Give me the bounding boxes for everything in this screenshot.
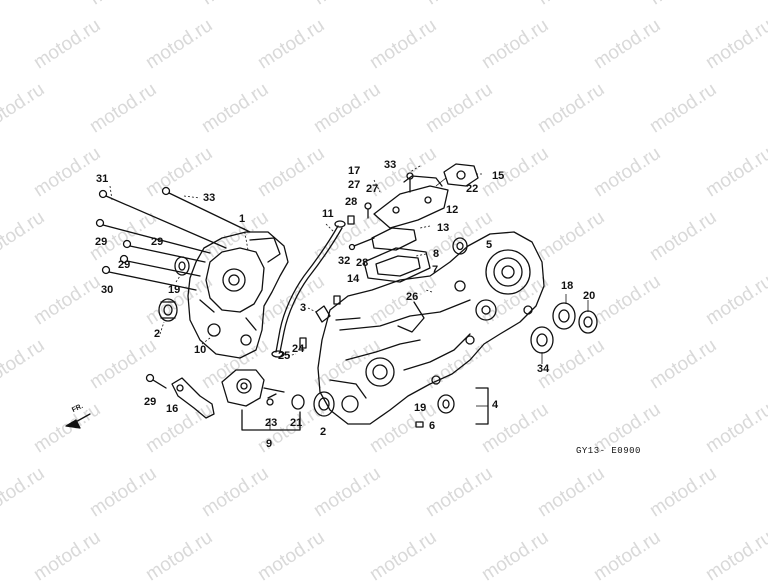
callout-18: 18: [561, 280, 574, 292]
bearing-2-left: [158, 298, 178, 322]
gasket-22: [443, 163, 479, 187]
callout-12: 12: [446, 204, 459, 216]
breather-tube-11: [271, 220, 346, 358]
gasket-8: [363, 247, 431, 283]
callout-26: 26: [406, 291, 419, 303]
reed-plate-13: [371, 227, 417, 251]
callout-16: 16: [166, 403, 179, 415]
callout-5: 5: [486, 239, 493, 251]
bracket-16: [171, 377, 215, 419]
callout-24: 24: [292, 343, 305, 355]
long-bolt-31: [98, 189, 227, 249]
group-brackets: [269, 177, 589, 430]
o-ring-21: [291, 394, 305, 410]
callout-25: 25: [278, 350, 291, 362]
callout-30: 30: [101, 284, 114, 296]
callout-28-b: 28: [356, 257, 369, 269]
pin-14: [333, 295, 341, 305]
front-arrow-icon: [65, 413, 91, 429]
callout-33-left: 33: [203, 192, 216, 204]
bushing-5: [452, 237, 468, 255]
callout-27-a: 27: [348, 179, 361, 191]
bolt-29-upper: [95, 218, 211, 254]
left-crankcase-cover: [187, 231, 289, 359]
callout-10: 10: [194, 344, 207, 356]
callout-20: 20: [583, 290, 596, 302]
callout-27-b: 27: [366, 183, 379, 195]
long-bolt-33: [161, 186, 251, 233]
dowel-24: [299, 337, 307, 349]
callout-28-a: 28: [345, 196, 358, 208]
bolt-29-mid: [122, 239, 206, 263]
callout-29-b: 29: [151, 236, 164, 248]
kickstart-seal-19: [437, 394, 455, 414]
callout-23: 23: [265, 417, 278, 429]
callout-2-left: 2: [154, 328, 161, 340]
bolt-30: [101, 265, 197, 291]
right-crankcase: [317, 231, 545, 425]
callout-33-top: 33: [384, 159, 397, 171]
leader-lines: [109, 165, 484, 357]
callout-13: 13: [437, 222, 450, 234]
bearing-18: [552, 302, 576, 330]
callout-15: 15: [492, 170, 505, 182]
callout-14: 14: [347, 273, 360, 285]
bracket-9: [241, 409, 301, 431]
bolt-29-lower-left: [145, 373, 167, 389]
callout-31: 31: [96, 173, 109, 185]
dowel-28: [347, 215, 355, 225]
callout-19-kick: 19: [414, 402, 427, 414]
bolt-29-lower: [119, 254, 201, 277]
callout-1: 1: [239, 213, 246, 225]
bolt-27: [364, 202, 372, 219]
callout-8: 8: [433, 248, 440, 260]
callout-9: 9: [266, 438, 273, 450]
callout-22: 22: [466, 183, 479, 195]
guide-3: [315, 305, 331, 323]
callout-11: 11: [322, 208, 334, 220]
callout-29-d: 29: [144, 396, 157, 408]
bolt-33-top: [406, 172, 414, 193]
pin-6: [415, 421, 424, 428]
diagram-code: GY13- E0900: [576, 446, 641, 456]
callout-4: 4: [492, 399, 499, 411]
oil-pump-9: [221, 369, 285, 407]
callout-7: 7: [432, 264, 439, 276]
callout-17: 17: [348, 165, 361, 177]
callout-2-main: 2: [320, 426, 327, 438]
callout-21: 21: [290, 417, 303, 429]
callout-6: 6: [429, 420, 436, 432]
callout-3: 3: [300, 302, 307, 314]
bolt-32: [348, 237, 375, 251]
callout-32: 32: [338, 255, 351, 267]
callout-19-left: 19: [168, 284, 181, 296]
bearing-2-main: [313, 391, 335, 417]
seal-19-left: [174, 256, 190, 276]
seal-20: [578, 310, 598, 334]
callout-34: 34: [537, 363, 550, 375]
callout-29-a: 29: [95, 236, 108, 248]
bearing-34: [530, 326, 554, 354]
cover-plate-12: [373, 175, 449, 229]
callout-29-c: 29: [118, 259, 131, 271]
screw-23: [266, 393, 277, 406]
